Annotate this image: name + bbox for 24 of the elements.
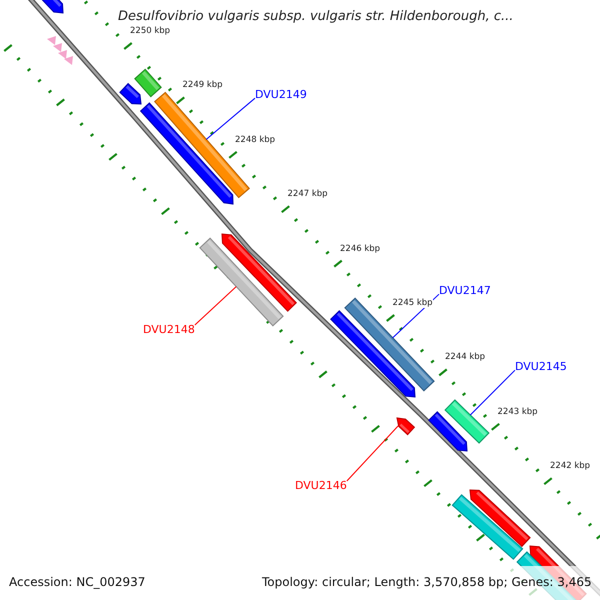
title: Desulfovibrio vulgaris subsp. vulgaris str. Hildenborough, c...	[118, 9, 514, 25]
leader-line	[206, 98, 256, 140]
scale-label: 2250 kbp	[130, 26, 170, 36]
gene-bar	[344, 298, 435, 392]
scale-label: 2242 kbp	[550, 461, 590, 472]
footer-text: Accession: NC_002937	[9, 575, 146, 590]
gene-bar	[199, 238, 284, 326]
scale-label: 2244 kbp	[445, 352, 486, 363]
gene-label: DVU2147	[439, 284, 491, 298]
scale-label: 2249 kbp	[182, 80, 223, 91]
leader-line	[470, 370, 516, 416]
gene-label: DVU2148	[143, 323, 195, 336]
scale-label: 2245 kbp	[392, 298, 433, 308]
scale-label: 2248 kbp	[235, 134, 276, 145]
gene-label: DVU2149	[255, 88, 307, 102]
scale-label: 2247 kbp	[288, 189, 328, 200]
gene-label: DVU2145	[515, 360, 567, 374]
gene-bar	[444, 399, 490, 444]
leader-line	[346, 425, 399, 482]
gene-feature	[396, 417, 416, 436]
scale-label: 2246 kbp	[340, 244, 380, 254]
leader-line	[194, 286, 237, 326]
footer-text: Topology: circular; Length: 3,570,858 bp; Genes: 3,465	[262, 575, 592, 590]
gene-label: DVU2146	[295, 479, 347, 492]
